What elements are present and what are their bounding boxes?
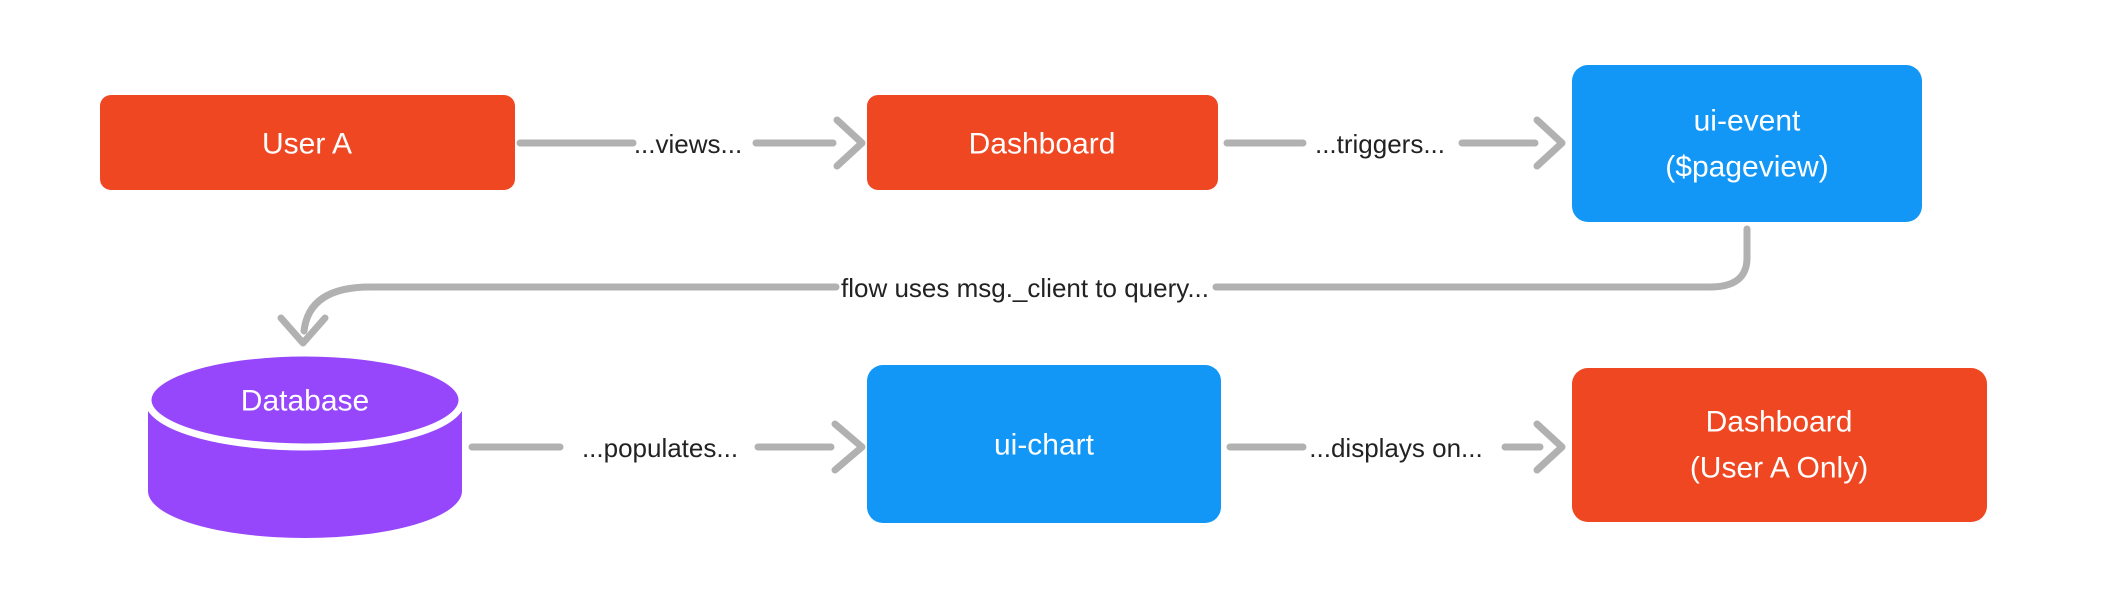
edge-label-triggers: ...triggers... [1315,129,1445,159]
node-database: Database [144,349,466,538]
database-cylinder-top [144,349,466,451]
node-user-a: User A [100,95,515,190]
node-ui-chart: ui-chart [867,365,1221,523]
edge-label-displays-on: ...displays on... [1309,433,1482,463]
edge-label-views: ...views... [634,129,742,159]
edge-views [516,116,866,170]
connectors [277,116,1751,474]
edge-views-arrowhead-icon [833,116,866,170]
edge-flow-query [277,225,1751,347]
node-user-a-box [100,95,515,190]
edge-populates [468,420,866,474]
node-ui-chart-label: ui-chart [994,429,1095,462]
node-ui-event-label-line1: ui-event [1694,105,1801,138]
node-dashboard: Dashboard [867,95,1218,190]
node-dashboard-user-a-only: Dashboard (User A Only) [1572,368,1987,522]
edge-triggers [1223,116,1566,170]
node-dashboard-user-a-only-box [1572,368,1987,522]
edge-triggers-arrowhead-icon [1533,116,1566,170]
node-dashboard-user-a-only-label-line2: (User A Only) [1690,452,1868,485]
edge-displays-on [1226,420,1566,474]
node-user-a-label: User A [262,128,352,161]
node-ui-event-label-line2: ($pageview) [1665,151,1828,184]
node-dashboard-user-a-only-label-line1: Dashboard [1706,406,1853,439]
edge-displays-on-arrowhead-icon [1533,420,1566,474]
node-database-label: Database [241,385,369,418]
edge-flow-query-arrowhead-icon [277,314,329,347]
node-dashboard-box [867,95,1218,190]
edge-flow-query-line-right [1212,225,1751,291]
node-dashboard-label: Dashboard [969,128,1116,161]
node-ui-chart-box [867,365,1221,523]
edge-flow-query-line-left [300,283,840,335]
node-ui-event-box [1572,65,1922,222]
edge-label-populates: ...populates... [582,433,738,463]
node-ui-event: ui-event ($pageview) [1572,65,1922,222]
edge-label-flow-query: flow uses msg._client to query... [841,273,1209,303]
edge-populates-arrowhead-icon [831,420,866,474]
